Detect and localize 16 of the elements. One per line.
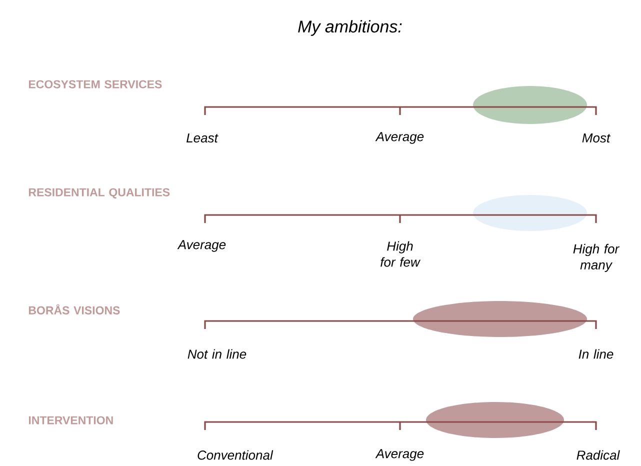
scale-label: Average [177,240,226,252]
scale-label: Most [582,133,611,143]
row-heading: INTERVENTION [28,416,113,424]
scale-label: Not in line [188,349,246,359]
scale-label: High for many [573,244,620,272]
scale-label: In line [578,349,614,359]
row-heading: BORÅS VISIONS [28,304,120,314]
scale-label: Radical [576,450,620,460]
row-heading: RESIDENTIAL QUALITIES [28,188,170,198]
title: My ambitions: [298,20,402,36]
row-heading: ECOSYSTEM SERVICES [28,80,162,88]
scale-label: Average [375,449,424,461]
scale-label: Average [375,132,424,144]
scale-label: High for few [380,241,421,267]
scale-label: Least [186,133,218,143]
scale-label: Conventional [198,450,274,460]
